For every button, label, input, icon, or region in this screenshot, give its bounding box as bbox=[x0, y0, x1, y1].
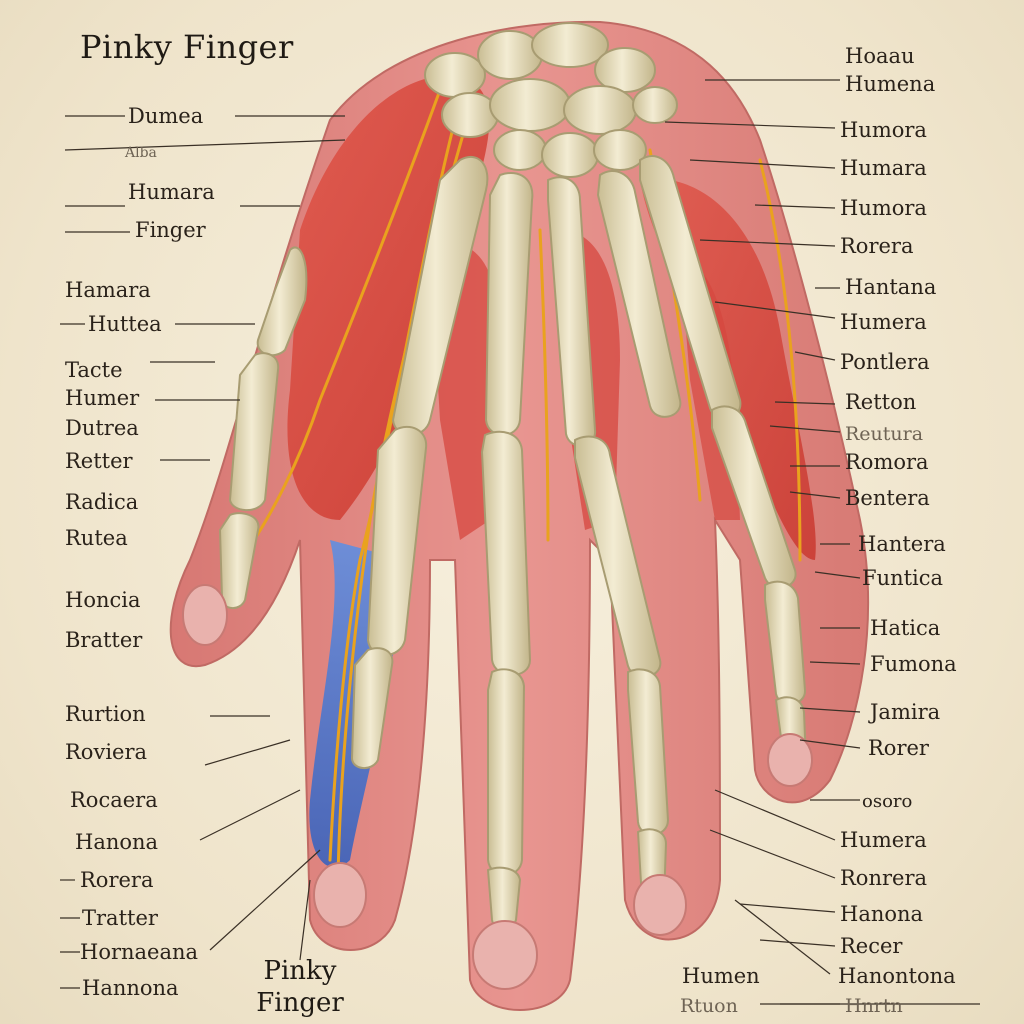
label-left-12: Rutea bbox=[65, 526, 128, 550]
label-right-23: Hanona bbox=[840, 902, 924, 926]
carpal-bones bbox=[424, 22, 678, 178]
label-right-15: Funtica bbox=[862, 566, 944, 590]
label-right-24: Recer bbox=[840, 934, 903, 958]
label-right-11: Reutura bbox=[845, 423, 924, 445]
label-right-16: Hatica bbox=[870, 616, 941, 640]
finger-bones bbox=[218, 155, 808, 930]
label-left-19: Rorera bbox=[80, 868, 154, 892]
label-bottom-1: Humen bbox=[682, 964, 760, 988]
label-left-17: Rocaera bbox=[70, 788, 158, 812]
label-left-20: Tratter bbox=[82, 906, 158, 930]
label-left-21: Hornaeana bbox=[80, 940, 199, 964]
label-left-3: Humara bbox=[128, 180, 215, 204]
label-left-6: Huttea bbox=[88, 312, 162, 336]
label-right-4: Humara bbox=[840, 156, 927, 180]
label-left-16: Roviera bbox=[65, 740, 148, 764]
label-right-14: Hantera bbox=[858, 532, 946, 556]
label-right-5: Humora bbox=[840, 196, 927, 220]
label-left-18: Hanona bbox=[75, 830, 159, 854]
label-right-22: Ronrera bbox=[840, 866, 928, 890]
label-left-7: Tacte bbox=[65, 358, 123, 382]
label-right-17: Fumona bbox=[870, 652, 957, 676]
bottom-title-line-1: Pinky bbox=[263, 956, 337, 986]
label-right-12: Romora bbox=[845, 450, 929, 474]
label-left-13: Honcia bbox=[65, 588, 141, 612]
label-right-6: Rorera bbox=[840, 234, 914, 258]
label-left-11: Radica bbox=[65, 490, 139, 514]
label-left-9: Dutrea bbox=[65, 416, 139, 440]
label-left-5: Hamara bbox=[65, 278, 151, 302]
label-right-20: osoro bbox=[862, 791, 913, 812]
label-right-3: Humora bbox=[840, 118, 927, 142]
label-right-1: Hoaau bbox=[845, 44, 915, 68]
label-right-18: Jamira bbox=[870, 700, 941, 724]
label-left-15: Rurtion bbox=[65, 702, 146, 726]
bottom-title-line-2: Finger bbox=[256, 988, 344, 1018]
bottom-title: Pinky Finger bbox=[240, 955, 360, 1019]
diagram-title: Pinky Finger bbox=[80, 28, 294, 66]
label-left-8: Humer bbox=[65, 386, 140, 410]
label-right-21: Humera bbox=[840, 828, 927, 852]
fingernails bbox=[182, 584, 813, 990]
label-left-14: Bratter bbox=[65, 628, 143, 652]
label-right-7: Hantana bbox=[845, 275, 937, 299]
label-left-10: Retter bbox=[65, 449, 133, 473]
label-right-19: Rorer bbox=[868, 736, 929, 760]
label-right-13: Bentera bbox=[845, 486, 930, 510]
leader-lines bbox=[60, 79, 980, 1005]
label-left-2: Alba bbox=[125, 145, 157, 161]
label-right-26: Hnrtn bbox=[845, 995, 903, 1017]
label-left-22: Hannona bbox=[82, 976, 179, 1000]
label-right-10: Retton bbox=[845, 390, 917, 414]
label-right-2: Humena bbox=[845, 72, 936, 96]
label-right-9: Pontlera bbox=[840, 350, 930, 374]
label-right-25: Hanontona bbox=[838, 964, 956, 988]
label-left-4: Finger bbox=[135, 218, 206, 242]
label-left-1: Dumea bbox=[128, 104, 204, 128]
label-bottom-2: Rtuon bbox=[680, 995, 738, 1017]
label-right-8: Humera bbox=[840, 310, 927, 334]
